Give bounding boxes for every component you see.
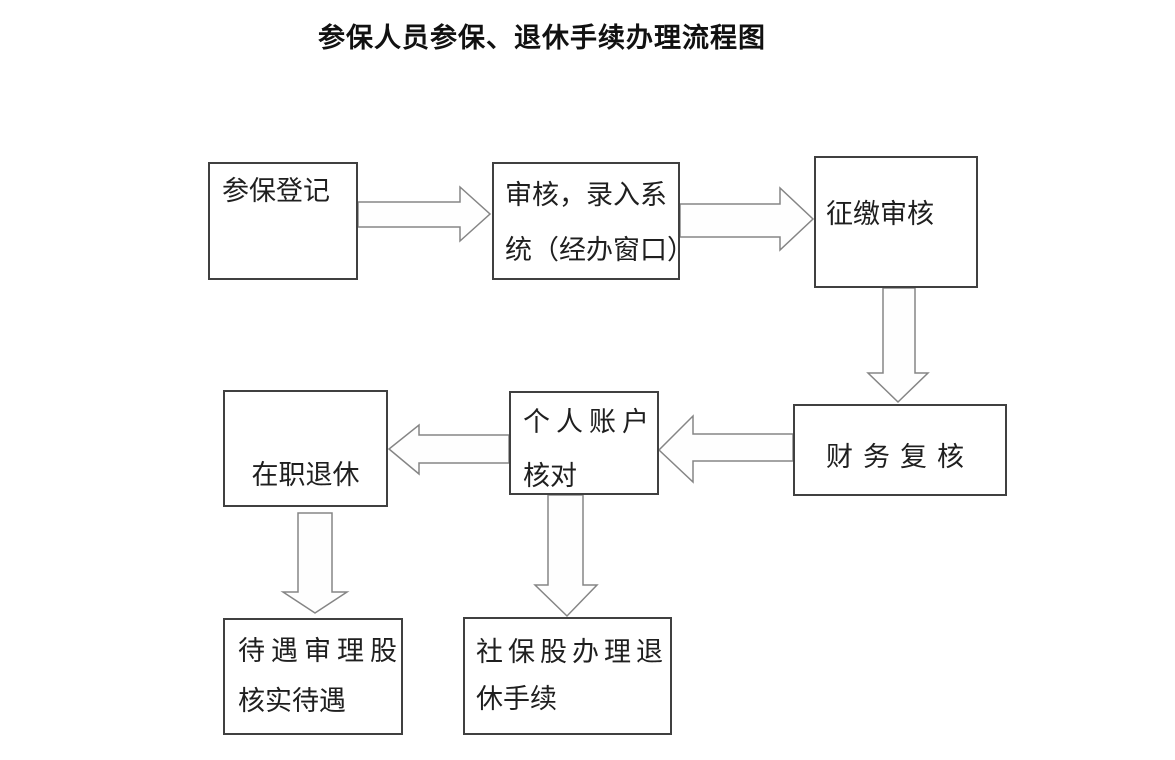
node-label-line1: 待遇审理股 [238, 636, 403, 666]
node-active-to-retirement: 在职退休 [223, 390, 388, 507]
node-label: 参保登记 [222, 176, 330, 206]
node-collection-review: 征缴审核 [814, 156, 978, 288]
arrow-review-to-collection [679, 186, 815, 252]
node-label-line2: 统（经办窗口） [505, 235, 694, 265]
arrow-collection-to-finance [866, 287, 930, 404]
arrow-registration-to-review [357, 185, 492, 243]
node-label: 财务复核 [826, 442, 974, 472]
node-enrollment-registration: 参保登记 [208, 162, 358, 280]
node-label-line1: 审核，录入系 [505, 180, 667, 210]
node-review-system-entry: 审核，录入系 统（经办窗口） [492, 162, 694, 280]
node-label-line1: 个人账户 [523, 407, 655, 437]
page-title: 参保人员参保、退休手续办理流程图 [318, 23, 766, 53]
node-social-security-section: 社保股办理退 休手续 [463, 617, 672, 735]
node-label-line2: 休手续 [476, 684, 557, 714]
arrow-account-to-retirement [387, 423, 510, 476]
node-label: 在职退休 [251, 460, 360, 490]
node-label-line2: 核实待遇 [238, 686, 346, 716]
node-personal-account-check: 个人账户 核对 [509, 391, 659, 495]
node-label: 征缴审核 [826, 199, 934, 229]
arrow-finance-to-account [657, 414, 794, 484]
arrow-retirement-to-benefit [280, 512, 350, 614]
node-label-line1: 社保股办理退 [476, 637, 668, 667]
arrow-account-to-social [533, 494, 599, 618]
node-benefit-review-section: 待遇审理股 核实待遇 [223, 618, 403, 735]
node-label-line2: 核对 [523, 461, 577, 491]
node-finance-recheck: 财务复核 [793, 404, 1007, 496]
